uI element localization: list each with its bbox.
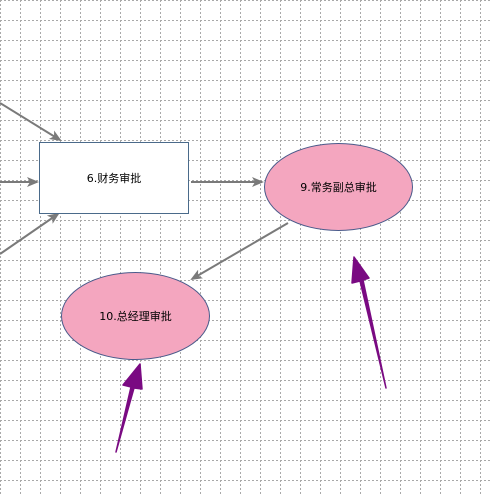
node-financial-approval[interactable]: 6.财务审批 xyxy=(39,142,189,214)
node-financial-approval-label: 6.财务审批 xyxy=(86,172,142,185)
connector-incoming-top[interactable] xyxy=(0,102,62,142)
node-vp-approval-label: 9.常务副总审批 xyxy=(300,181,377,194)
node-gm-approval-label: 10.总经理审批 xyxy=(99,310,172,323)
connector-9-to-10[interactable] xyxy=(190,222,289,281)
node-vp-approval[interactable]: 9.常务副总审批 xyxy=(264,143,413,231)
connector-incoming-bottom[interactable] xyxy=(0,212,60,255)
node-gm-approval[interactable]: 10.总经理审批 xyxy=(61,272,210,360)
